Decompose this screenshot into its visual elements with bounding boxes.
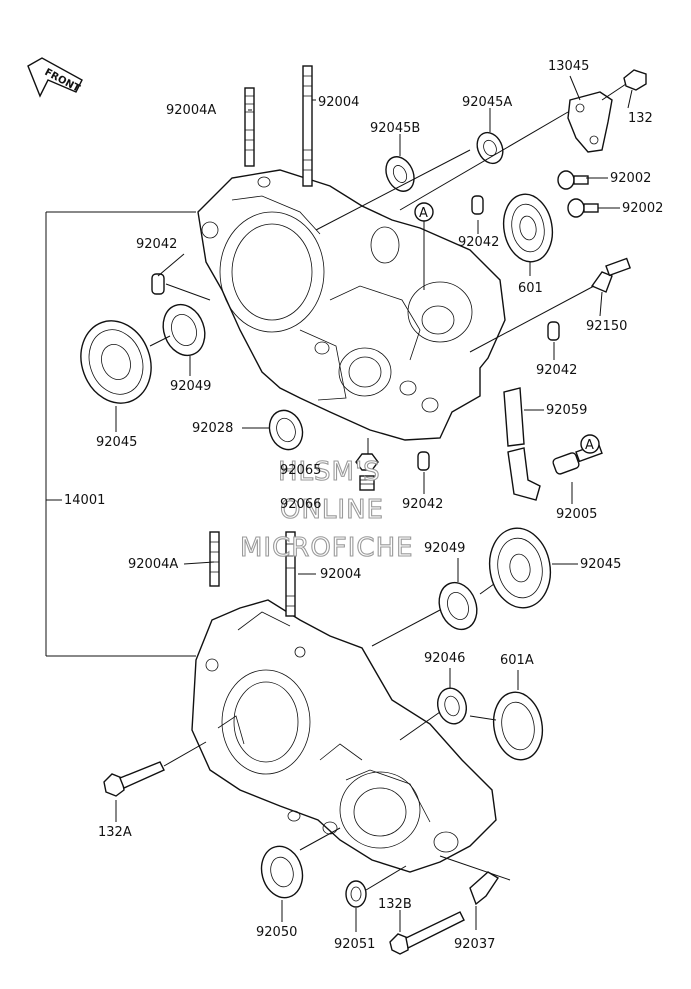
bolt-132A <box>103 761 165 797</box>
fitting-92150 <box>590 257 631 293</box>
label-92051: 92051 <box>334 937 375 952</box>
ref-marker-a-bottom: A <box>580 434 600 454</box>
label-92037: 92037 <box>454 937 495 952</box>
label-92049-right: 92049 <box>424 541 465 556</box>
label-92150: 92150 <box>586 319 627 334</box>
ref-marker-a-top: A <box>414 202 434 290</box>
label-92066: 92066 <box>280 497 321 512</box>
label-92028: 92028 <box>192 421 233 436</box>
label-92065: 92065 <box>280 463 321 478</box>
seal-92051 <box>345 880 367 908</box>
label-92049-left: 92049 <box>170 379 211 394</box>
lower-crankcase-half <box>191 599 497 873</box>
label-92045B: 92045B <box>370 121 420 136</box>
label-92002-a: 92002 <box>610 171 651 186</box>
label-601A: 601A <box>500 653 534 668</box>
label-132: 132 <box>628 111 653 126</box>
label-92045-left: 92045 <box>96 435 137 450</box>
label-92004A-top: 92004A <box>166 103 216 118</box>
label-92004A-bottom: 92004A <box>128 557 178 572</box>
stud-92004A-bottom <box>209 531 220 587</box>
label-601: 601 <box>518 281 543 296</box>
gasket-92066 <box>359 475 375 491</box>
bearing-92045A <box>476 131 504 165</box>
dowel-pin-92042-bottom <box>417 451 430 471</box>
hose-92059 <box>503 387 541 501</box>
cover-13045 <box>567 91 613 153</box>
needle-bearing-92046 <box>436 687 468 725</box>
bolt-92002-b <box>567 198 599 218</box>
stud-92004-top <box>302 65 313 187</box>
label-92045-right: 92045 <box>580 557 621 572</box>
dowel-pin-92042-mid <box>471 195 484 215</box>
bolt-132 <box>601 69 647 101</box>
label-92046: 92046 <box>424 651 465 666</box>
label-14001: 14001 <box>64 493 105 508</box>
label-132B: 132B <box>378 897 412 912</box>
label-92042-left: 92042 <box>136 237 177 252</box>
label-132A: 132A <box>98 825 132 840</box>
watermark-line-2: ONLINE <box>280 495 384 525</box>
label-92042-mid: 92042 <box>458 235 499 250</box>
label-92004-top: 92004 <box>318 95 359 110</box>
front-direction-badge: FRONT <box>27 57 83 98</box>
ref-marker-a-bottom-text: A <box>585 438 594 453</box>
label-92059: 92059 <box>546 403 587 418</box>
drain-plug-92065 <box>355 453 379 471</box>
dowel-pin-92042-right <box>547 321 560 341</box>
stud-92004-bottom <box>285 531 296 617</box>
bearing-92045-left <box>80 320 152 404</box>
bolt-132B <box>389 911 465 955</box>
leader-lines <box>45 75 633 932</box>
clamp-92037 <box>469 871 499 906</box>
stud-92004A-top <box>244 87 255 167</box>
bearing-601 <box>502 193 554 263</box>
watermark-line-1: HLSM'S <box>278 457 381 487</box>
part-labels: 13045 132 92004A 92004 92045A 92045B 920… <box>64 59 663 952</box>
label-92004-bottom: 92004 <box>320 567 361 582</box>
label-92050: 92050 <box>256 925 297 940</box>
collar-92028 <box>268 409 304 451</box>
oil-seal-92050 <box>260 845 304 899</box>
bearing-601A <box>492 691 544 761</box>
label-13045: 13045 <box>548 59 589 74</box>
label-92005: 92005 <box>556 507 597 522</box>
oil-seal-92049-right <box>438 581 478 631</box>
bearing-92045B <box>385 156 415 192</box>
label-92042-right: 92042 <box>536 363 577 378</box>
ref-marker-a-top-text: A <box>419 206 428 221</box>
watermark: HLSM'S ONLINE MICROFICHE <box>239 456 414 563</box>
oil-seal-92049-left <box>162 303 206 357</box>
dowel-pin-92042-left <box>151 273 165 295</box>
upper-crankcase-half <box>197 169 506 441</box>
label-92045A: 92045A <box>462 95 512 110</box>
bolt-92002-a <box>557 170 589 190</box>
label-92002-b: 92002 <box>622 201 663 216</box>
label-92042-bottom: 92042 <box>402 497 443 512</box>
bearing-92045-right <box>488 527 552 609</box>
watermark-line-3: MICROFICHE <box>240 533 414 563</box>
